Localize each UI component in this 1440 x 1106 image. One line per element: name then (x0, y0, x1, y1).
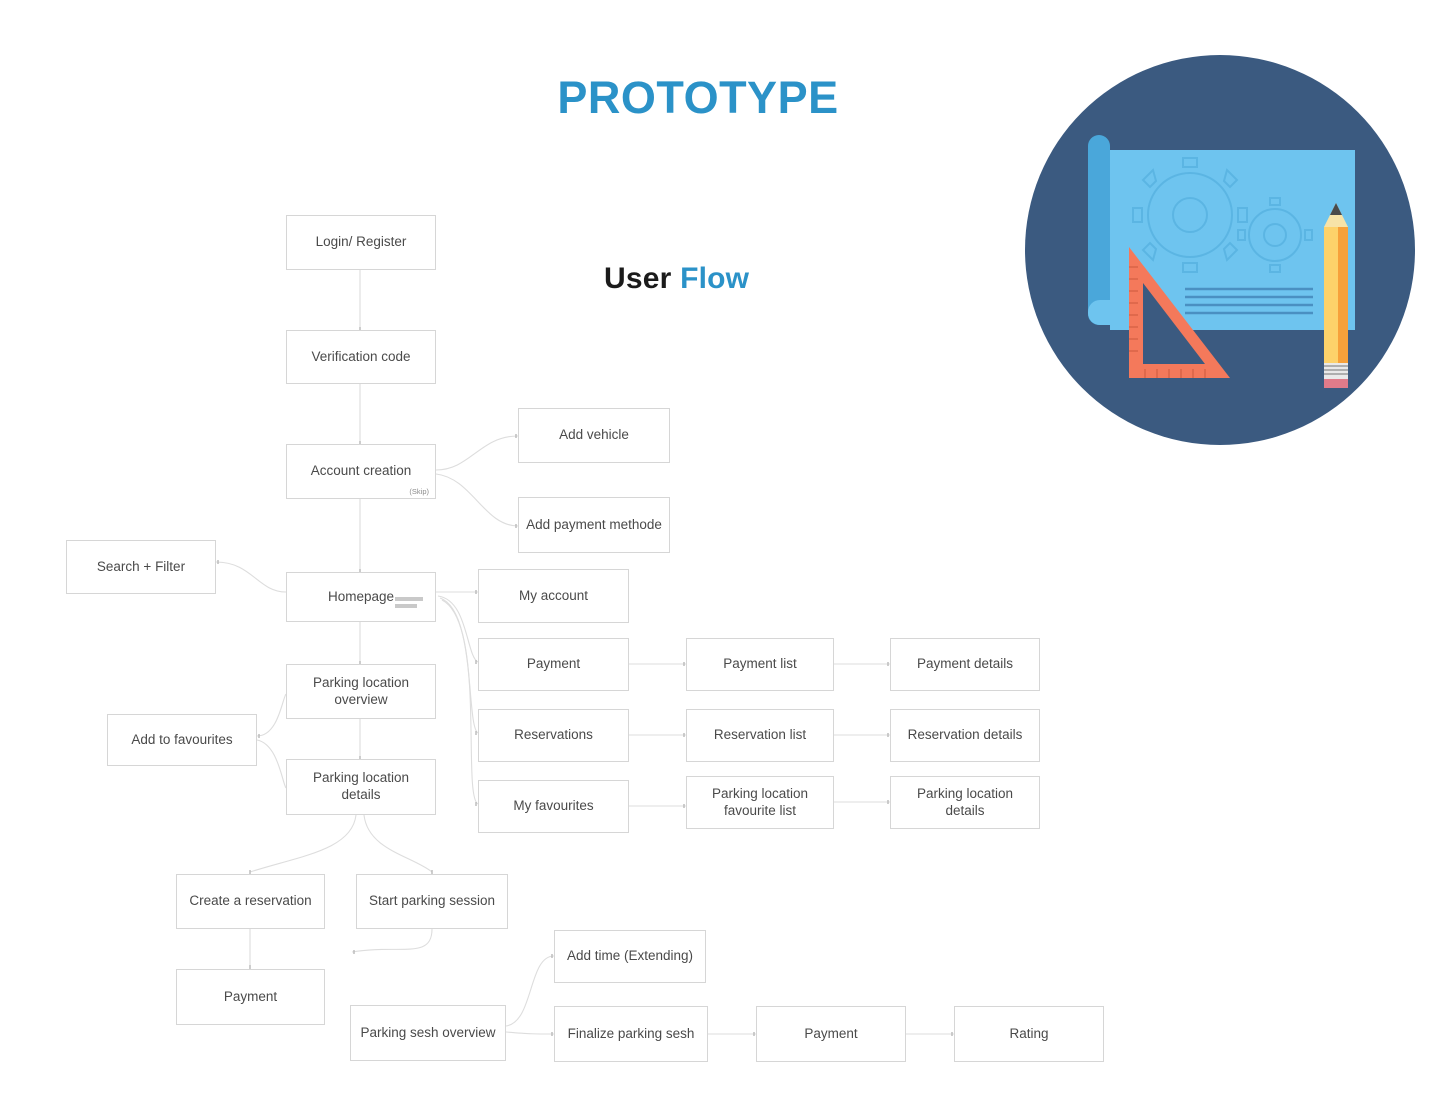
node-label: Add time (Extending) (566, 948, 694, 964)
node-label: Verification code (311, 348, 411, 364)
node-parking-location-overview[interactable]: Parking location overview (286, 664, 436, 719)
node-label: Add payment methode (526, 516, 662, 532)
node-my-favourites[interactable]: My favourites (478, 780, 629, 833)
node-parking-location-favourite-list[interactable]: Parking location favourite list (686, 776, 834, 829)
skip-note: (Skip) (409, 486, 429, 496)
node-parking-sesh-overview[interactable]: Parking sesh overview (350, 1005, 506, 1061)
node-payment-menu[interactable]: Payment (478, 638, 629, 691)
node-login-register[interactable]: Login/ Register (286, 215, 436, 270)
node-parking-location-details[interactable]: Parking location details (286, 759, 436, 815)
node-label: Reservation details (907, 727, 1023, 743)
node-label: My account (518, 587, 589, 603)
node-label: Payment (526, 656, 581, 672)
node-label: Add vehicle (559, 427, 629, 443)
node-homepage[interactable]: Homepage (286, 572, 436, 622)
node-label: Parking location favourite list (711, 785, 809, 818)
node-finalize-parking-sesh[interactable]: Finalize parking sesh (554, 1006, 708, 1062)
node-label: Homepage (327, 588, 395, 604)
node-label: Payment details (916, 656, 1014, 672)
node-label: Parking location overview (312, 674, 410, 707)
node-label: Parking sesh overview (360, 1024, 496, 1040)
node-label: Reservation list (713, 727, 807, 743)
gear-icon-small (1237, 197, 1313, 273)
node-label: Create a reservation (189, 893, 312, 909)
gear-icon-large (1132, 157, 1248, 273)
blueprint-design-icon (1025, 55, 1415, 445)
node-label: Payment list (723, 656, 797, 672)
node-add-vehicle[interactable]: Add vehicle (518, 408, 670, 463)
node-label: Rating (1009, 1025, 1049, 1041)
section-title-word-user: User (604, 262, 672, 295)
menu-icon[interactable] (395, 597, 423, 611)
node-label: Parking location details (916, 785, 1014, 818)
node-add-to-favourites[interactable]: Add to favourites (107, 714, 257, 766)
node-label: Payment (223, 988, 278, 1004)
node-payment-details[interactable]: Payment details (890, 638, 1040, 691)
node-label: Account creation (310, 463, 412, 479)
node-parking-location-details-favourite[interactable]: Parking location details (890, 776, 1040, 829)
section-title: User Flow (604, 262, 749, 296)
node-reservations[interactable]: Reservations (478, 709, 629, 762)
node-payment-list[interactable]: Payment list (686, 638, 834, 691)
node-label: Start parking session (368, 893, 496, 909)
node-payment-reservation[interactable]: Payment (176, 969, 325, 1025)
node-add-time-extending[interactable]: Add time (Extending) (554, 930, 706, 983)
pencil-icon (1324, 203, 1348, 388)
node-reservation-details[interactable]: Reservation details (890, 709, 1040, 762)
set-square-cutout (1143, 283, 1205, 364)
node-account-creation[interactable]: Account creation (Skip) (286, 444, 436, 499)
node-verification-code[interactable]: Verification code (286, 330, 436, 384)
page-title: PROTOTYPE (557, 72, 839, 123)
node-search-filter[interactable]: Search + Filter (66, 540, 216, 594)
node-label: My favourites (513, 798, 594, 814)
node-payment-session[interactable]: Payment (756, 1006, 906, 1062)
blueprint-text-lines (1185, 287, 1313, 315)
node-rating[interactable]: Rating (954, 1006, 1104, 1062)
node-reservation-list[interactable]: Reservation list (686, 709, 834, 762)
node-label: Payment (804, 1025, 858, 1041)
node-create-a-reservation[interactable]: Create a reservation (176, 874, 325, 929)
node-label: Parking location details (312, 770, 410, 802)
section-title-word-flow: Flow (680, 262, 750, 295)
node-start-parking-session[interactable]: Start parking session (356, 874, 508, 929)
node-label: Add to favourites (131, 731, 233, 747)
node-label: Login/ Register (315, 234, 407, 250)
set-square-ticks (1129, 266, 1206, 378)
blueprint-roll (1088, 135, 1110, 325)
node-add-payment-methode[interactable]: Add payment methode (518, 497, 670, 553)
node-my-account[interactable]: My account (478, 569, 629, 623)
node-label: Finalize parking sesh (567, 1025, 695, 1041)
node-label: Search + Filter (96, 558, 186, 574)
node-label: Reservations (514, 727, 593, 743)
